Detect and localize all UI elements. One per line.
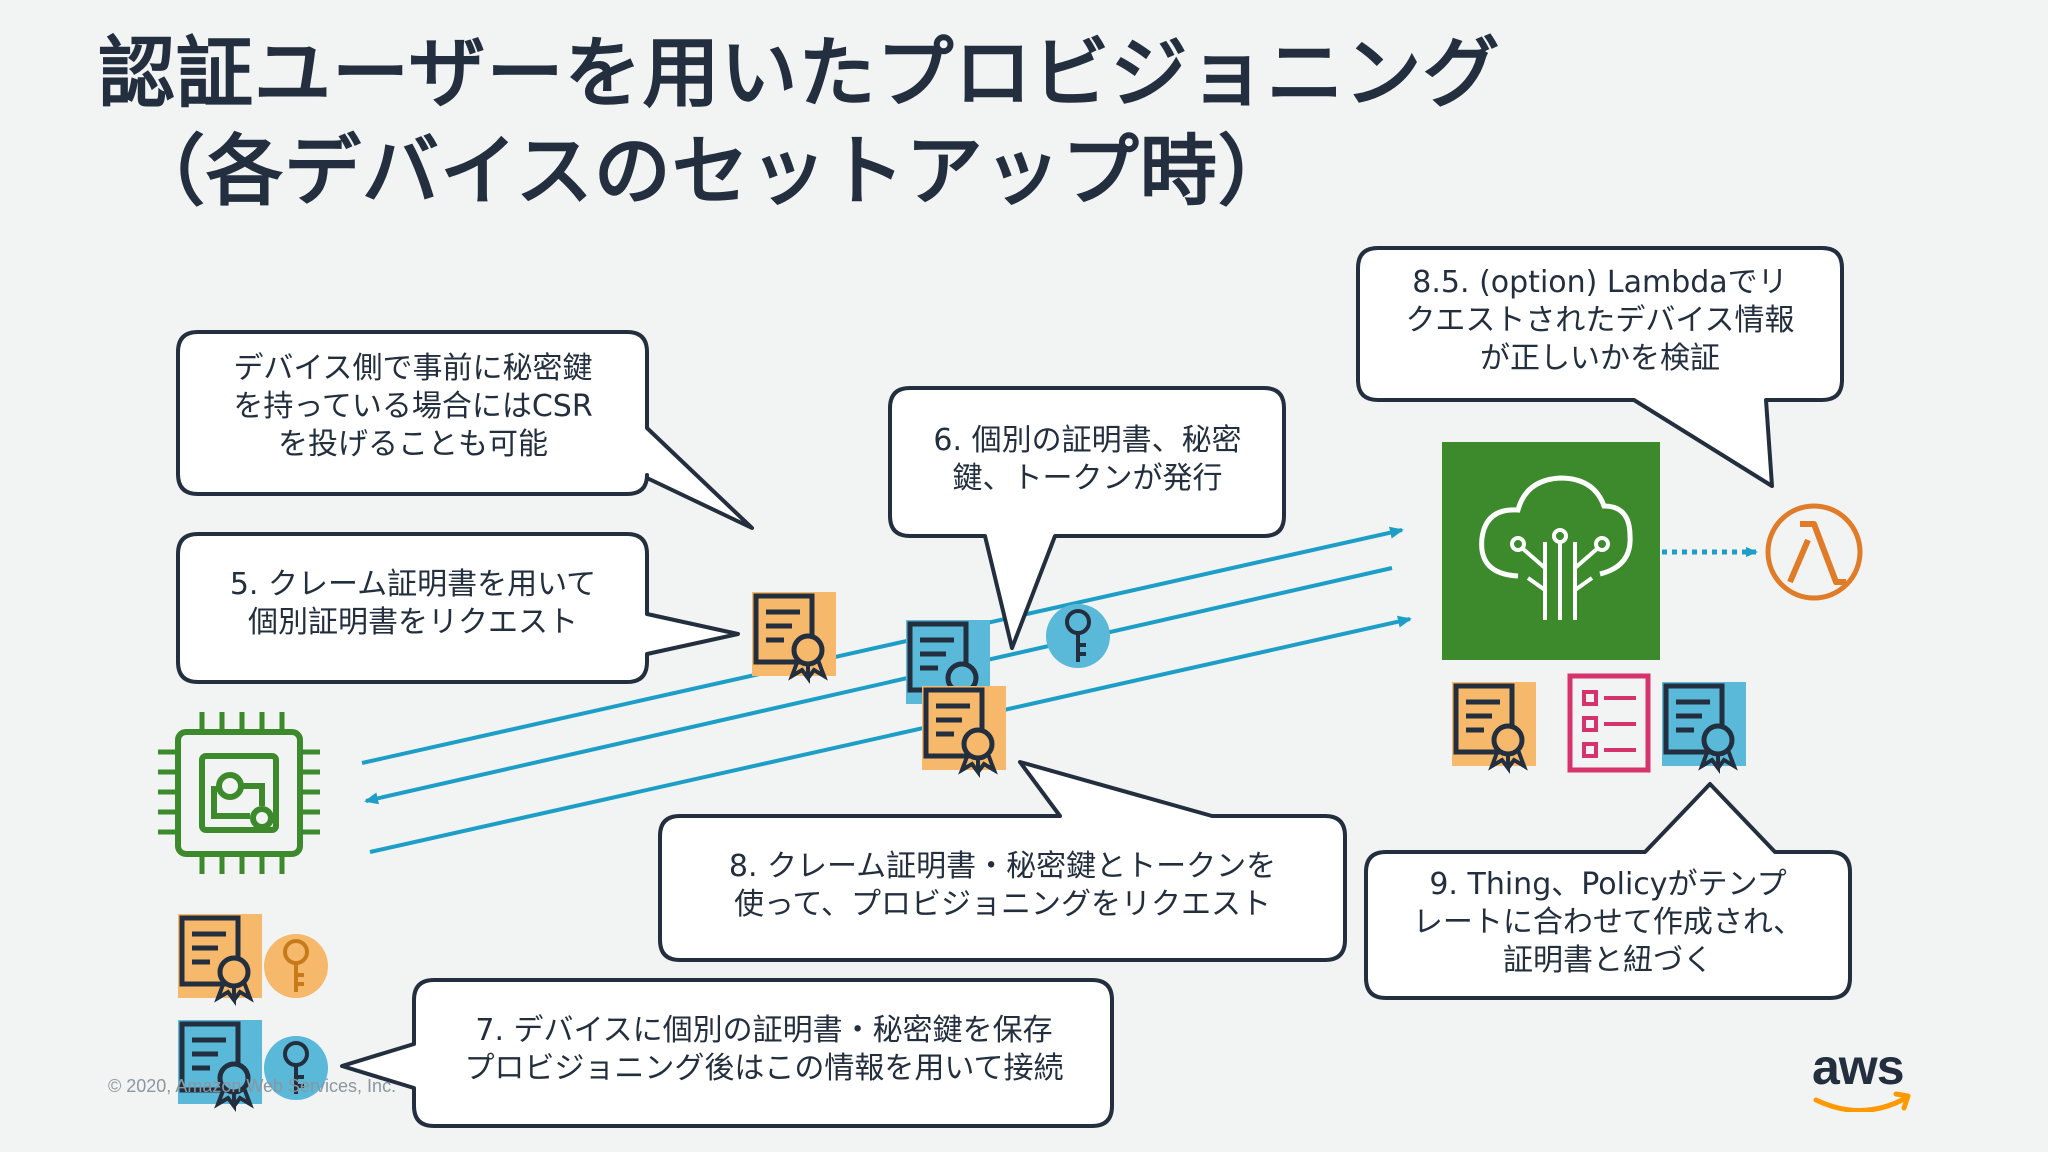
callout-step85-bubble: [1356, 246, 1844, 488]
claim-certificate-icon-device: [178, 914, 262, 1006]
key-icon-device-individual: [264, 1036, 328, 1100]
claim-certificate-icon-cloud: [1452, 682, 1536, 774]
individual-certificate-icon-cloud: [1662, 682, 1746, 774]
callout-step5-text: 5. クレーム証明書を用いて 個別証明書をリクエスト: [229, 567, 597, 640]
request-arrows: [361, 526, 1758, 854]
aws-smile-icon: [1813, 1091, 1911, 1112]
title-line-1: 認証ユーザーを用いたプロビジョニング: [98, 30, 1501, 119]
callout-step7-text: 7. デバイスに個別の証明書・秘密鍵を保存 プロビジョニング後はこの情報を用いて…: [464, 1013, 1064, 1086]
slide-title: 認証ユーザーを用いたプロビジョニング （各デバイスのセットアップ時）: [98, 26, 1500, 222]
key-icon-middle: [1046, 604, 1110, 668]
callout-step7-bubble: [340, 978, 1114, 1128]
callout-step9-bubble: [1364, 782, 1852, 1000]
lambda-icon: [1765, 503, 1863, 601]
arrow-issue-response: [364, 566, 1393, 805]
aws-logo: aws: [1812, 1039, 1905, 1095]
callout-csr-bubble: [176, 330, 754, 530]
individual-certificate-icon-device: [178, 1020, 262, 1112]
template-list-icon: [1567, 673, 1651, 773]
arrow-provision-request: [369, 615, 1412, 854]
callout-step8-text: 8. クレーム証明書・秘密鍵とトークンを 使って、プロビジョニングをリクエスト: [728, 849, 1277, 922]
iot-device-management-icon: [1442, 442, 1660, 660]
callout-step5-bubble: [176, 532, 740, 684]
callout-step85-text: 8.5. (option) Lambdaでリ クエストされたデバイス情報 が正し…: [1405, 265, 1795, 376]
claim-certificate-icon-lower: [922, 686, 1006, 778]
key-icon-device-claim: [264, 934, 328, 998]
callout-step6-bubble: [888, 386, 1286, 650]
callout-step9-text: 9. Thing、Policyがテンプ レートに合わせて作成され、 証明書と紐づ…: [1412, 867, 1804, 978]
arrow-claim-request: [361, 526, 1404, 765]
callout-step6-text: 6. 個別の証明書、秘密 鍵、トークンが発行: [933, 423, 1242, 496]
callout-bubbles: [176, 246, 1852, 1128]
claim-certificate-icon-middle: [752, 592, 836, 684]
callout-step8-bubble: [658, 760, 1347, 962]
callout-csr-text: デバイス側で事前に秘密鍵 を持っている場合にはCSR を投げることも可能: [233, 351, 593, 462]
iot-device-chip-icon: [158, 712, 320, 874]
title-line-2: （各デバイスのセットアップ時）: [128, 128, 1296, 217]
copyright-text: © 2020, Amazon Web Services, Inc.: [108, 1076, 397, 1096]
